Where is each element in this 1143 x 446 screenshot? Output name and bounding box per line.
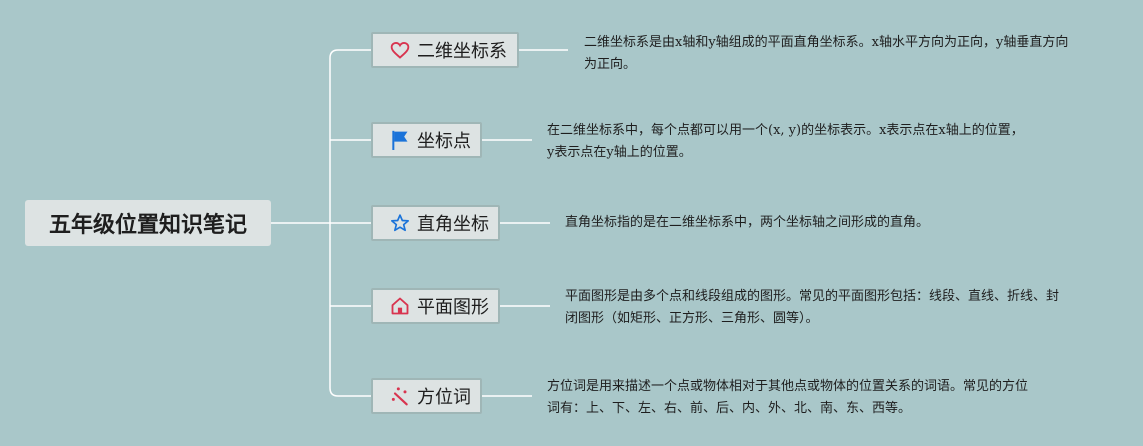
branch-note: 平面图形是由多个点和线段组成的图形。常见的平面图形包括：线段、直线、折线、封闭图…: [565, 289, 1060, 326]
branch-label: 平面图形: [417, 297, 489, 318]
branch-note: 在二维坐标系中，每个点都可以用一个(x, y)的坐标表示。x表示点在x轴上的位置…: [547, 123, 1024, 160]
branch-node-coordinate-point[interactable]: 坐标点: [371, 122, 482, 158]
branch-node-plane-figure[interactable]: 平面图形: [371, 288, 500, 324]
root-topic[interactable]: 五年级位置知识笔记: [25, 200, 271, 246]
branch-label: 二维坐标系: [417, 41, 507, 62]
branch-label: 方位词: [417, 387, 471, 408]
home-icon: [389, 295, 411, 317]
branch-label: 直角坐标: [417, 214, 489, 235]
branch-note: 二维坐标系是由x轴和y轴组成的平面直角坐标系。x轴水平方向为正向，y轴垂直方向为…: [584, 35, 1069, 72]
branch-note: 方位词是用来描述一个点或物体相对于其他点或物体的位置关系的词语。常见的方位词有：…: [547, 379, 1029, 416]
heart-icon: [389, 39, 411, 61]
branch-node-2d-coordinate-system[interactable]: 二维坐标系: [371, 32, 519, 68]
star-icon: [389, 212, 411, 234]
branch-node-direction-words[interactable]: 方位词: [371, 378, 482, 414]
branch-note: 直角坐标指的是在二维坐标系中，两个坐标轴之间形成的直角。: [565, 215, 930, 230]
magic-wand-icon: [389, 385, 411, 407]
flag-icon: [389, 129, 411, 151]
branch-node-rectangular-coordinate[interactable]: 直角坐标: [371, 205, 500, 241]
branch-label: 坐标点: [417, 131, 471, 152]
